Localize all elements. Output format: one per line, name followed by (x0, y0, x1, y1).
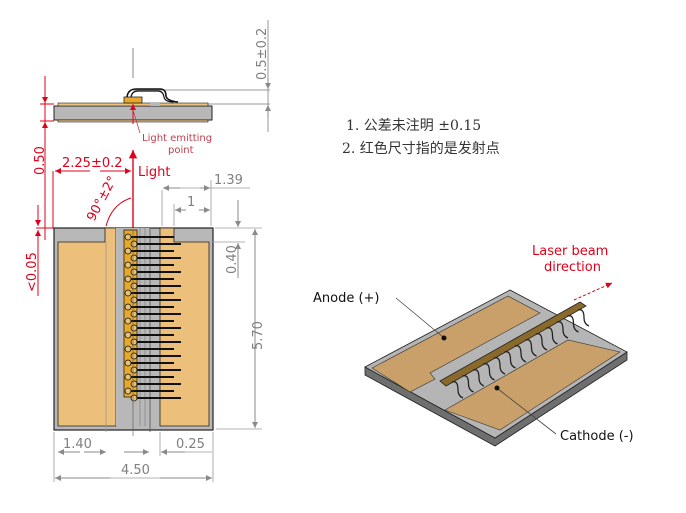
bond-pad (124, 275, 132, 283)
anode-leader (395, 297, 444, 338)
bond-pad (130, 310, 138, 318)
angle-label: 90°±2° (84, 174, 120, 224)
iso-wire (483, 363, 495, 381)
side-view: 0.5±0.2 0.50 Light emitting point (33, 20, 271, 240)
anode-label: Anode (+) (313, 291, 380, 306)
bond-pad (130, 338, 138, 346)
bond-pad (124, 359, 132, 367)
bond-pad (124, 247, 132, 255)
iso-wire (546, 327, 558, 345)
leader-line (132, 109, 141, 134)
dim-450: 4.50 (121, 463, 150, 478)
bond-pad (130, 254, 138, 262)
iso-wire (514, 345, 527, 363)
iso-wire (577, 309, 590, 327)
board-top (364, 289, 628, 439)
light-label: Light (138, 165, 170, 180)
bond-pad (130, 282, 138, 290)
note-2: 2. 红色尺寸指的是发射点 (342, 140, 500, 157)
dim-140: 1.40 (63, 437, 92, 452)
iso-wire (525, 339, 537, 357)
beam-direction-arrow (573, 282, 613, 301)
iso-wire (567, 315, 579, 333)
dim-offset: 2.25±0.2 (62, 156, 123, 171)
bond-pad (130, 296, 138, 304)
bond-pad (130, 380, 138, 388)
side-chip (123, 96, 143, 104)
anode-dot (441, 335, 447, 341)
anode-pad-iso (371, 295, 541, 393)
dim-025: 0.25 (176, 437, 205, 452)
bond-pad (124, 331, 132, 339)
bond-pad (124, 233, 132, 241)
angle-arc (105, 197, 132, 227)
note-1: 1. 公差未注明 ±0.15 (346, 118, 481, 134)
dim-height: 0.50 (33, 146, 48, 175)
dim-lt005: <0.05 (25, 252, 40, 292)
cathode-label: Cathode (-) (560, 429, 634, 444)
iso-wire (462, 375, 474, 393)
emit-label-2: point (168, 145, 194, 156)
wire-bond (126, 88, 179, 103)
beam-label-1: Laser beam (532, 244, 608, 259)
bond-pad (130, 240, 138, 248)
cathode-leader (497, 388, 557, 435)
bond-pad (130, 268, 138, 276)
iso-wire (451, 381, 464, 399)
iso-wire (504, 351, 516, 369)
iso-wire (493, 357, 506, 375)
dim-139: 1.39 (214, 173, 243, 188)
cathode-pad-iso (444, 339, 621, 431)
bond-pad (124, 317, 132, 325)
dim-040: 0.40 (225, 245, 240, 274)
bond-pad (124, 289, 132, 297)
bond-pad (124, 387, 132, 395)
laser-bar-iso (439, 301, 587, 387)
bond-pad (130, 324, 138, 332)
iso-wire (556, 321, 569, 339)
bond-pad (124, 303, 132, 311)
dim-570: 5.70 (251, 321, 266, 350)
wire-bond (130, 90, 175, 103)
bond-pad (130, 394, 138, 402)
isometric-view: Anode (+) Cathode (-) Laser beam directi… (313, 244, 634, 447)
dim-thickness-tol: 0.5±0.2 (255, 28, 270, 80)
side-gap (150, 103, 160, 106)
bond-pad (124, 373, 132, 381)
dim-1: 1 (187, 195, 195, 210)
cathode-dot (494, 385, 500, 391)
iso-wire (472, 369, 485, 387)
anode-pad (57, 227, 117, 427)
bond-pad (124, 345, 132, 353)
bond-pad (124, 261, 132, 269)
wire-bonds (124, 233, 181, 402)
emit-label-1: Light emitting (142, 133, 212, 144)
bond-pad (130, 366, 138, 374)
iso-wire (535, 333, 548, 351)
top-view: 2.25±0.2 Light 90°±2° <0.05 (25, 150, 266, 482)
bond-pad (130, 352, 138, 360)
notes: 1. 公差未注明 ±0.15 2. 红色尺寸指的是发射点 (342, 118, 500, 157)
beam-label-2: direction (544, 260, 601, 275)
iso-wire-bonds (451, 309, 590, 399)
